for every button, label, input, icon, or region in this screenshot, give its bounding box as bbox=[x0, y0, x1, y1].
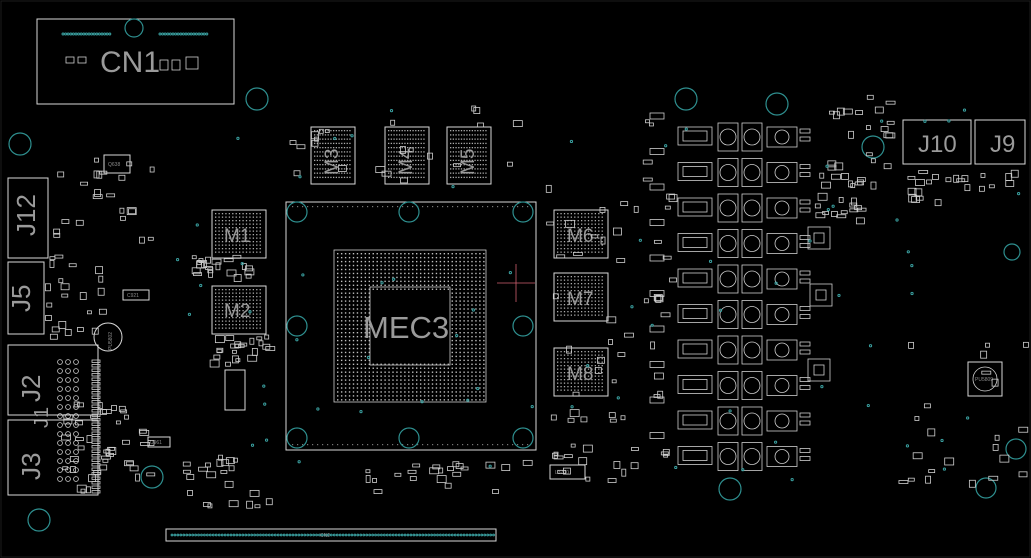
mounting-hole-4 bbox=[765, 92, 789, 116]
mounting-hole-1 bbox=[245, 87, 269, 111]
svg-text:M8: M8 bbox=[567, 364, 593, 385]
mounting-hole-2 bbox=[8, 132, 32, 156]
j12-label: J12 bbox=[11, 194, 41, 236]
mounting-hole-17 bbox=[1003, 243, 1021, 261]
svg-text:U961: U961 bbox=[150, 440, 162, 446]
svg-text:M1: M1 bbox=[224, 226, 250, 247]
svg-text:M5: M5 bbox=[458, 149, 479, 175]
chip-m1[interactable]: M1 bbox=[211, 209, 267, 259]
mounting-hole-5 bbox=[140, 465, 164, 489]
svg-text:PU5809: PU5809 bbox=[975, 377, 993, 383]
mounting-hole-9 bbox=[512, 201, 534, 223]
j1-label: J1 bbox=[31, 407, 53, 428]
mounting-hole-11 bbox=[512, 315, 534, 337]
mounting-hole-12 bbox=[286, 427, 308, 449]
svg-text:M3: M3 bbox=[322, 149, 343, 175]
connector-cn2[interactable]: CN2 bbox=[165, 528, 497, 542]
j3-label: J3 bbox=[16, 453, 46, 480]
chip-m7[interactable]: M7 bbox=[553, 272, 609, 322]
mounting-hole-10 bbox=[286, 315, 308, 337]
connector-j1[interactable]: J1 bbox=[31, 407, 53, 428]
j5-label: J5 bbox=[6, 285, 36, 312]
mounting-hole-3 bbox=[674, 87, 698, 111]
connector-j5[interactable]: J5 bbox=[6, 261, 45, 335]
chip-m4[interactable]: M4 bbox=[384, 126, 430, 185]
chip-m6[interactable]: M6 bbox=[553, 209, 609, 259]
j2-label: J2 bbox=[16, 375, 46, 402]
connector-j10[interactable]: J10 bbox=[902, 119, 972, 165]
cn1-label: CN1 bbox=[100, 46, 160, 79]
j9-label: J9 bbox=[990, 131, 1015, 158]
mounting-hole-18 bbox=[975, 477, 997, 499]
chip-mec3[interactable]: MEC3 bbox=[285, 201, 537, 451]
part-pu5802[interactable]: PU5802 bbox=[93, 322, 123, 352]
svg-text:M2: M2 bbox=[224, 301, 250, 322]
chip-m5[interactable]: M5 bbox=[446, 126, 492, 185]
mounting-hole-14 bbox=[512, 427, 534, 449]
j10-label: J10 bbox=[918, 131, 957, 158]
connector-j9[interactable]: J9 bbox=[974, 119, 1026, 165]
part-c921[interactable]: C921 bbox=[122, 289, 150, 301]
mounting-hole-0 bbox=[124, 18, 144, 38]
svg-text:M4: M4 bbox=[396, 148, 417, 175]
chip-m8[interactable]: M8 bbox=[553, 347, 609, 397]
svg-text:PU5802: PU5802 bbox=[108, 332, 114, 350]
chip-m2[interactable]: M2 bbox=[211, 285, 267, 335]
mounting-hole-6 bbox=[27, 508, 51, 532]
part-q638[interactable]: Q638 bbox=[103, 154, 131, 174]
cn2-label: CN2 bbox=[320, 533, 330, 539]
svg-text:M6: M6 bbox=[567, 226, 593, 247]
mounting-hole-8 bbox=[398, 201, 420, 223]
mounting-hole-19 bbox=[1005, 438, 1027, 460]
mounting-hole-15 bbox=[718, 477, 742, 501]
connector-j3[interactable]: J3 bbox=[7, 419, 99, 496]
chip-m3[interactable]: M3 bbox=[310, 126, 356, 185]
mounting-hole-13 bbox=[398, 427, 420, 449]
part-pu5810[interactable] bbox=[224, 369, 246, 411]
svg-text:M7: M7 bbox=[567, 289, 593, 310]
connector-j12[interactable]: J12 bbox=[7, 177, 49, 259]
connector-j2[interactable]: J2 bbox=[7, 344, 99, 416]
svg-text:Q638: Q638 bbox=[108, 162, 120, 168]
svg-text:C921: C921 bbox=[127, 293, 139, 299]
mounting-hole-16 bbox=[861, 135, 885, 159]
mounting-hole-7 bbox=[286, 201, 308, 223]
mec3-label: MEC3 bbox=[363, 310, 449, 345]
